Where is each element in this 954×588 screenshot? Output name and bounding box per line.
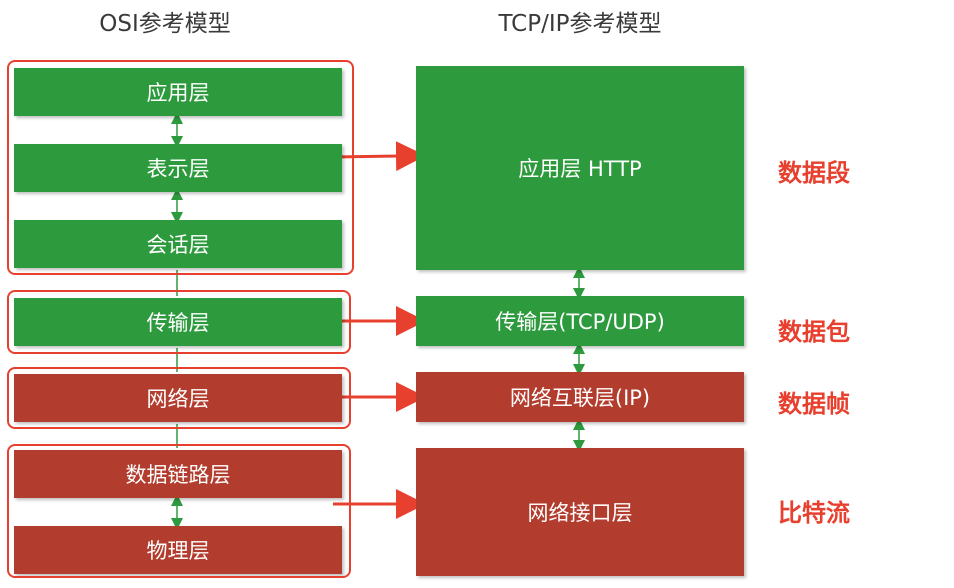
osi-title: OSI参考模型 bbox=[99, 11, 231, 37]
tcpip-title: TCP/IP参考模型 bbox=[498, 11, 662, 37]
group-outline-transport bbox=[7, 290, 351, 354]
unit-segment-label: 数据段 bbox=[778, 159, 850, 187]
osi-layer-application: 应用层 bbox=[14, 68, 342, 116]
group-outline-lower bbox=[7, 444, 351, 578]
osi-layer-physical: 物理层 bbox=[14, 526, 342, 574]
unit-frame-label: 数据帧 bbox=[778, 390, 850, 418]
osi-layer-session: 会话层 bbox=[14, 220, 342, 268]
unit-bitstream-label: 比特流 bbox=[778, 499, 850, 527]
unit-packet-label: 数据包 bbox=[778, 318, 850, 346]
tcpip-layer-network-interface: 网络接口层 bbox=[416, 448, 744, 576]
tcpip-layer-application: 应用层 HTTP bbox=[416, 66, 744, 270]
osi-layer-data-link: 数据链路层 bbox=[14, 450, 342, 498]
osi-layer-network: 网络层 bbox=[14, 374, 342, 422]
group-outline-network bbox=[7, 367, 351, 429]
tcpip-layer-internet: 网络互联层(IP) bbox=[416, 372, 744, 422]
osi-layer-presentation: 表示层 bbox=[14, 144, 342, 192]
group-outline-upper bbox=[7, 60, 354, 275]
tcpip-layer-transport: 传输层(TCP/UDP) bbox=[416, 296, 744, 346]
osi-layer-transport: 传输层 bbox=[14, 298, 342, 346]
map-arrow-application bbox=[332, 141, 426, 172]
